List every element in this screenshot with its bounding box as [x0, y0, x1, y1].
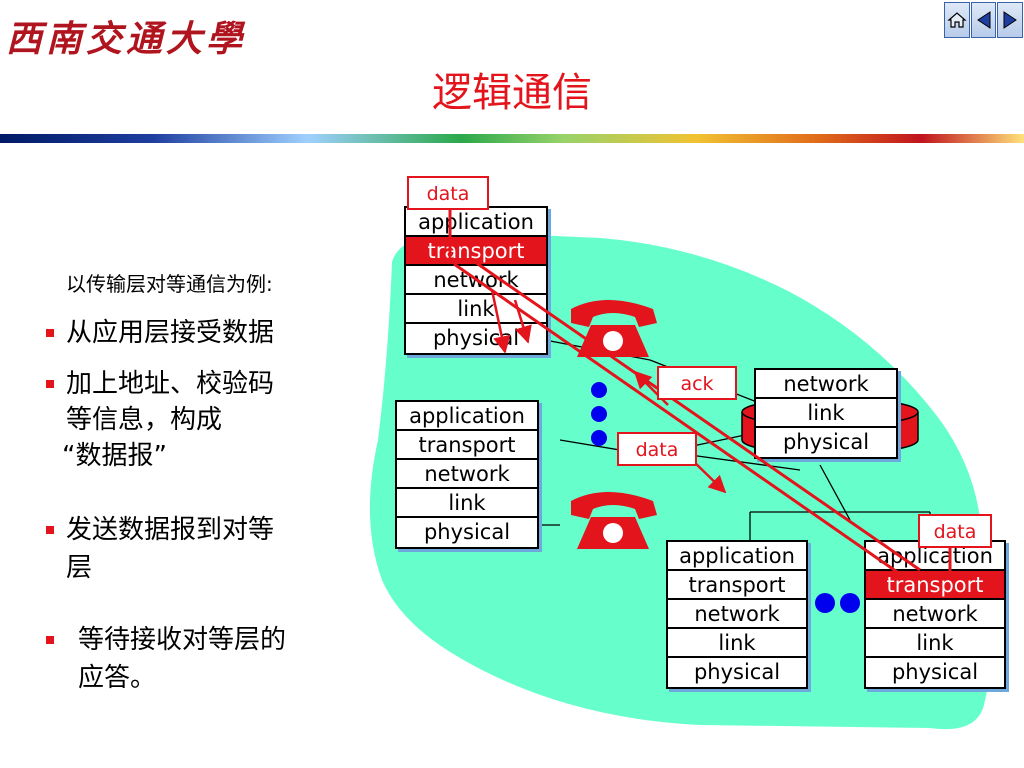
bullet-2-line-2: 等信息，构成	[66, 405, 223, 435]
layer-physical: physical	[693, 660, 781, 684]
layer-physical: physical	[432, 326, 520, 350]
protocol-stack-left: application transport network link physi…	[395, 400, 539, 549]
bullet-marker	[46, 380, 54, 388]
layer-link: link	[397, 489, 537, 518]
data-tag-middle: data	[617, 432, 697, 466]
protocol-stack-router: network link physical	[754, 368, 898, 459]
next-slide-button[interactable]	[997, 2, 1024, 38]
layer-link: link	[756, 399, 896, 428]
bullet-1-text: 从应用层接受数据	[66, 318, 275, 348]
protocol-stack-top-left: application transport network link physi…	[404, 206, 548, 355]
protocol-stack-bottom-right: application transport network link physi…	[864, 540, 1006, 689]
bullet-marker	[46, 526, 54, 534]
layer-physical: physical	[782, 430, 870, 454]
intro-text: 以传输层对等通信为例:	[66, 272, 273, 296]
layer-link: link	[406, 295, 546, 324]
triangle-right-icon	[1003, 11, 1018, 29]
bullet-3-line-2: 层	[66, 553, 93, 583]
layer-physical: physical	[423, 520, 511, 544]
layer-transport-highlighted: transport	[406, 237, 546, 266]
protocol-stack-bottom-middle: application transport network link physi…	[666, 540, 808, 689]
bullet-4-line-2: 应答。	[78, 663, 157, 693]
layer-application: application	[668, 542, 806, 571]
layer-application: application	[397, 402, 537, 431]
home-icon	[947, 12, 967, 28]
layer-link: link	[668, 629, 806, 658]
layer-physical: physical	[891, 660, 979, 684]
ellipsis-dots-horizontal	[815, 593, 860, 613]
layer-network: network	[668, 600, 806, 629]
layer-network: network	[756, 370, 896, 399]
slide-navigation	[944, 2, 1024, 38]
layer-application: application	[406, 208, 546, 237]
data-tag-right: data	[918, 514, 992, 548]
layer-link: link	[866, 629, 1004, 658]
home-button[interactable]	[944, 2, 970, 38]
ack-tag: ack	[657, 366, 737, 400]
layer-network: network	[397, 460, 537, 489]
bullet-2-line-3: “数据报”	[62, 441, 167, 471]
layer-network: network	[406, 266, 546, 295]
slide-title: 逻辑通信	[432, 70, 592, 116]
ellipsis-dots-vertical	[591, 382, 607, 446]
layer-transport: transport	[668, 571, 806, 600]
bullet-3-line-1: 发送数据报到对等	[66, 515, 275, 545]
layer-transport-highlighted: transport	[866, 571, 1004, 600]
triangle-left-icon	[976, 11, 990, 29]
previous-slide-button[interactable]	[970, 2, 997, 38]
bullet-2-line-1: 加上地址、校验码	[66, 369, 275, 399]
layer-network: network	[866, 600, 1004, 629]
bullet-marker	[46, 636, 54, 644]
title-divider	[0, 134, 1024, 143]
bullet-marker	[46, 329, 54, 337]
bullet-4-line-1: 等待接收对等层的	[78, 625, 287, 655]
university-logo: 西南交通大學	[6, 18, 247, 60]
layer-transport: transport	[397, 431, 537, 460]
data-tag-top: data	[407, 176, 489, 210]
